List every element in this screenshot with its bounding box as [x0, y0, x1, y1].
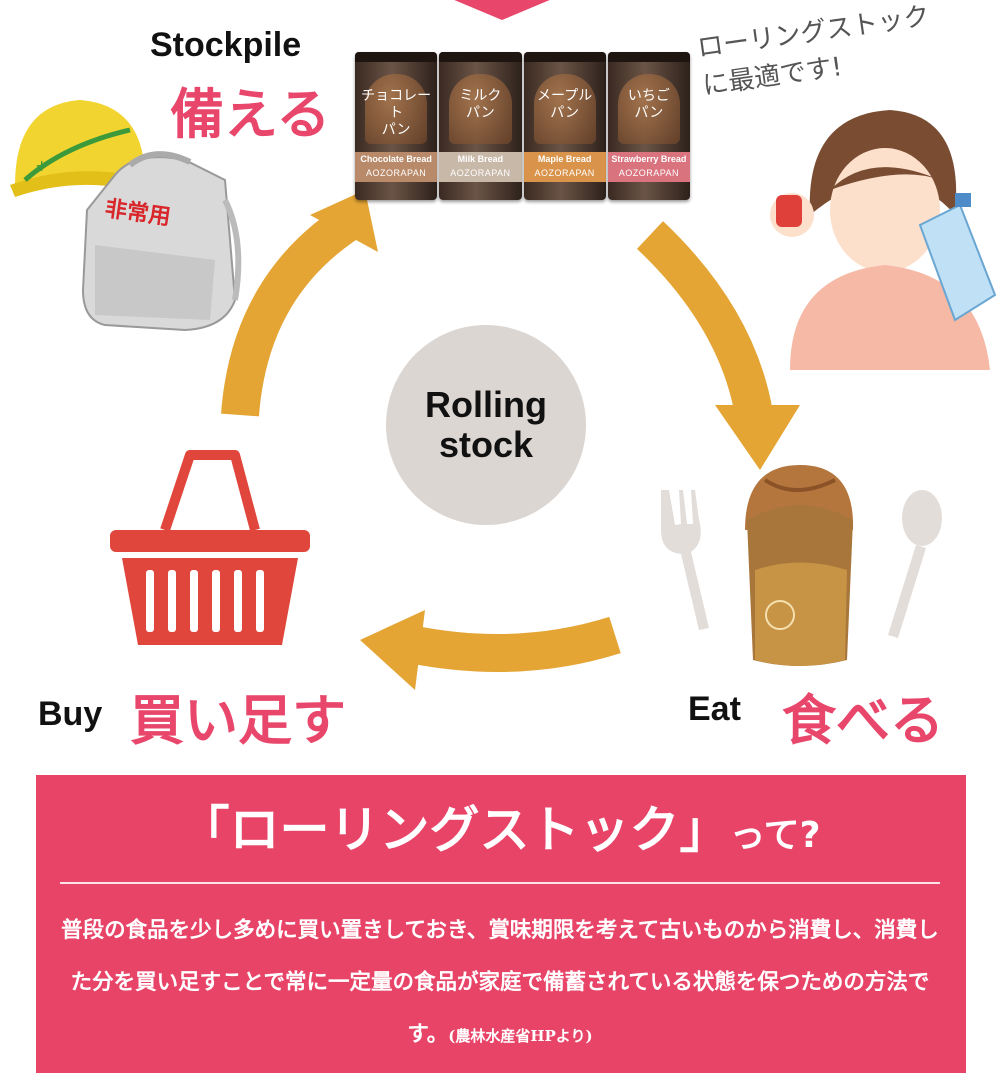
can-chocolate-brand: AOZORAPAN — [365, 168, 427, 178]
can-strawberry: いちご パン Strawberry Bread AOZORAPAN — [607, 52, 690, 200]
info-body: 普段の食品を少し多めに買い置きしておき、賞味期限を考えて古いものから消費し、消費… — [60, 905, 940, 1062]
stockpile-en-label: Stockpile — [150, 26, 302, 64]
can-chocolate-en: Chocolate Bread — [360, 154, 432, 164]
can-maple-en: Maple Bread — [537, 154, 592, 164]
arrow-head-stockpile — [310, 190, 378, 252]
bread-cans: チョコレート パン Chocolate Bread AOZORAPAN ミルク … — [355, 52, 690, 200]
speech-text: ローリングストック に最適です! — [695, 1, 932, 102]
can-strawberry-brand: AOZORAPAN — [618, 168, 680, 178]
shopping-basket-icon — [110, 450, 310, 645]
rolling-stock-circle: Rolling stock — [386, 325, 586, 525]
woman-illustration — [770, 110, 997, 370]
can-milk-en: Milk Bread — [457, 154, 504, 164]
top-pointer — [440, 0, 564, 20]
can-milk-jp: ミルク パン — [459, 88, 502, 121]
arrow-to-stockpile — [221, 198, 370, 417]
rolling-stock-label: Rolling stock — [425, 384, 547, 465]
can-milk-brand: AOZORAPAN — [450, 168, 511, 178]
info-title: 「ローリングストック」って? — [60, 790, 940, 862]
bread-loaf-icon — [745, 465, 854, 666]
spoon-icon — [888, 490, 942, 638]
info-body-text: 普段の食品を少し多めに買い置きしておき、賞味期限を考えて古いものから消費し、消費… — [61, 918, 939, 1047]
backpack-icon — [81, 151, 242, 332]
arrow-to-buy — [411, 616, 621, 672]
arrow-head-eat — [715, 405, 800, 470]
can-milk: ミルク パン Milk Bread AOZORAPAN — [439, 52, 522, 200]
can-maple: メープル パン Maple Bread AOZORAPAN — [523, 52, 606, 200]
cycle-arrows — [221, 190, 800, 690]
fork-icon — [661, 490, 709, 630]
stockpile-jp-label: 備える — [170, 83, 331, 146]
can-maple-brand: AOZORAPAN — [534, 168, 595, 178]
eat-en-label: Eat — [688, 690, 741, 728]
svg-text:+: + — [35, 156, 48, 175]
can-strawberry-en: Strawberry Bread — [611, 154, 687, 164]
buy-en-label: Buy — [38, 695, 103, 733]
buy-jp-label: 買い足す — [130, 689, 346, 752]
arrow-head-buy — [360, 610, 425, 690]
eat-jp-label: 食べる — [782, 689, 944, 752]
can-chocolate-jp: チョコレート パン — [361, 88, 432, 138]
info-box — [36, 775, 966, 1073]
can-maple-jp: メープル パン — [537, 88, 593, 121]
can-chocolate: チョコレート パン Chocolate Bread AOZORAPAN — [355, 52, 438, 200]
info-source: (農林水産省HPより) — [448, 1027, 593, 1045]
info-title-suffix: って? — [729, 815, 821, 856]
info-title-main: 「ローリングストック」 — [179, 801, 730, 859]
info-divider — [60, 882, 940, 884]
can-strawberry-jp: いちご パン — [627, 88, 670, 121]
arrow-to-eat — [636, 221, 774, 424]
